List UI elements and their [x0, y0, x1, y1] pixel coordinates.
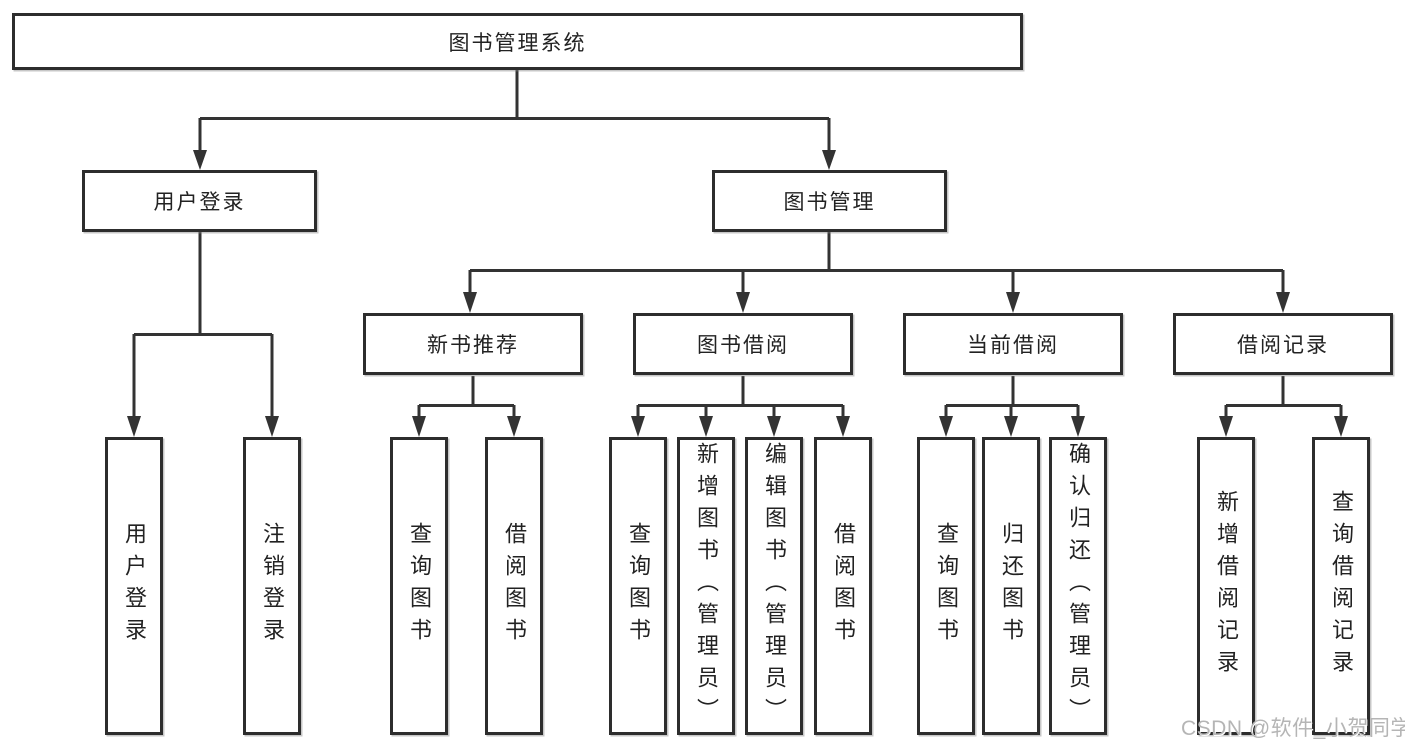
- leaf-add-book-admin: 新增图书（管理员）: [677, 437, 735, 735]
- node-new-book-recommend: 新书推荐: [363, 313, 583, 375]
- leaf-add-borrow-record: 新增借阅记录: [1197, 437, 1255, 735]
- node-label: 借阅图书: [502, 522, 527, 650]
- watermark-text: CSDN @软件_小贺同学: [1181, 717, 1405, 740]
- node-label: 注销登录: [260, 522, 285, 650]
- node-user-login: 用户登录: [82, 170, 317, 232]
- leaf-query-book-current: 查询图书: [917, 437, 975, 735]
- leaf-logout: 注销登录: [243, 437, 301, 735]
- leaf-edit-book-admin: 编辑图书（管理员）: [745, 437, 803, 735]
- node-label: 新增图书（管理员）: [694, 442, 719, 730]
- leaf-user-login: 用户登录: [105, 437, 163, 735]
- node-label: 当前借阅: [967, 334, 1059, 357]
- node-label: 图书管理: [783, 191, 876, 214]
- node-borrow-records: 借阅记录: [1173, 313, 1393, 375]
- leaf-query-book-borrow: 查询图书: [609, 437, 667, 735]
- node-book-management: 图书管理: [712, 170, 947, 232]
- leaf-query-book-recommend: 查询图书: [390, 437, 448, 735]
- node-label: 新增借阅记录: [1214, 490, 1239, 682]
- leaf-borrow-book-recommend: 借阅图书: [485, 437, 543, 735]
- node-current-borrow: 当前借阅: [903, 313, 1123, 375]
- leaf-borrow-book: 借阅图书: [814, 437, 872, 735]
- node-label: 查询借阅记录: [1329, 490, 1354, 682]
- node-label: 确认归还（管理员）: [1066, 442, 1091, 730]
- node-book-borrow: 图书借阅: [633, 313, 853, 375]
- leaf-confirm-return-admin: 确认归还（管理员）: [1049, 437, 1107, 735]
- leaf-query-borrow-record: 查询借阅记录: [1312, 437, 1370, 735]
- node-label: 用户登录: [153, 191, 246, 214]
- leaf-return-book: 归还图书: [982, 437, 1040, 735]
- node-label: 新书推荐: [427, 334, 519, 357]
- node-label: 归还图书: [999, 522, 1024, 650]
- node-label: 用户登录: [122, 522, 147, 650]
- node-library-system: 图书管理系统: [12, 13, 1023, 70]
- node-label: 编辑图书（管理员）: [762, 442, 787, 730]
- node-label: 图书管理系统: [448, 31, 587, 55]
- node-label: 查询图书: [626, 522, 651, 650]
- node-label: 图书借阅: [697, 334, 789, 357]
- node-label: 借阅记录: [1237, 334, 1329, 357]
- node-label: 借阅图书: [831, 522, 856, 650]
- node-label: 查询图书: [934, 522, 959, 650]
- node-label: 查询图书: [407, 522, 432, 650]
